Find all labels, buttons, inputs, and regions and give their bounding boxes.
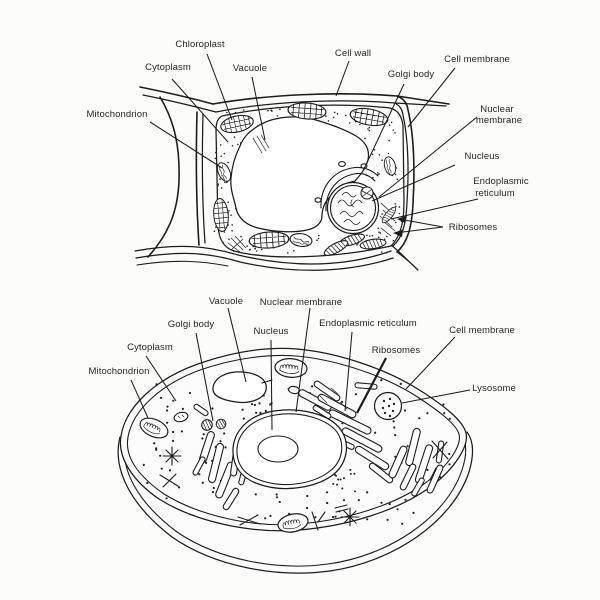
plant-cell-figure: Chloroplast Cytoplasm Vacuole Cell wall … (87, 39, 529, 271)
plant-nucleus-leader (371, 164, 456, 202)
label-plant-cell-membrane: Cell membrane (444, 54, 510, 65)
animal-lysosome-leader (401, 389, 471, 404)
animal-leader-lines (130, 307, 471, 431)
animal-nucleolus (257, 435, 299, 463)
cytoskeleton-sticks (159, 379, 437, 531)
label-animal-lysosome: Lysosome (472, 383, 516, 394)
plant-chloroplast-leader (206, 53, 233, 121)
plant-vacuole (230, 116, 370, 233)
label-animal-cytoplasm: Cytoplasm (127, 342, 173, 353)
label-plant-nucleus: Nucleus (464, 151, 499, 162)
animal-cell-figure: Vacuole Nuclear membrane Golgi body Nucl… (89, 296, 516, 574)
label-plant-mitochondrion: Mitochondrion (87, 109, 148, 120)
label-animal-vacuole: Vacuole (209, 296, 243, 307)
plant-vacuole-leader (251, 76, 266, 141)
label-animal-ribosomes: Ribosomes (372, 345, 421, 356)
centriole-asterisk (162, 446, 182, 466)
label-animal-er: Endoplasmic reticulum (319, 318, 417, 329)
label-plant-nuclear-membrane-1: Nuclear (480, 104, 513, 115)
label-plant-ribosomes: Ribosomes (449, 222, 498, 233)
animal-small-organelles (159, 379, 449, 531)
animal-vacuole (212, 371, 267, 404)
animal-cytoplasm-leader (145, 355, 177, 402)
animal-nucleus (232, 409, 348, 490)
label-plant-endoplasmic-2: reticulum (475, 188, 514, 199)
label-animal-nuclear-membrane: Nuclear membrane (260, 297, 342, 308)
chromatin-squiggles (337, 192, 364, 225)
plant-nuclear-membrane-leader (378, 116, 478, 198)
animal-ribosomes-leader (356, 357, 387, 414)
plant-leader-lines (149, 53, 479, 237)
animal-labels: Vacuole Nuclear membrane Golgi body Nucl… (89, 296, 516, 394)
label-plant-vacuole: Vacuole (233, 63, 267, 74)
label-plant-golgi-body: Golgi body (388, 69, 435, 80)
plant-ribosomes-leader-1 (398, 218, 444, 228)
animal-endoplasmic-reticulum (298, 380, 445, 497)
plant-golgi-body (314, 161, 379, 214)
centriole-asterisk (340, 507, 360, 527)
plant-golgi-leader (363, 83, 405, 170)
label-plant-chloroplast: Chloroplast (175, 39, 224, 50)
plant-er-leader (390, 198, 479, 220)
animal-golgi-leader (195, 332, 214, 422)
label-animal-mitochondrion: Mitochondrion (89, 366, 150, 377)
animal-vacuole-leader (227, 307, 247, 383)
animal-mitochondrion-leader (130, 379, 149, 419)
label-animal-golgi-body: Golgi body (168, 319, 215, 330)
label-animal-cell-membrane: Cell membrane (449, 325, 515, 336)
plant-neighbor-walls (134, 86, 394, 271)
plant-cell-wall (195, 93, 450, 271)
label-plant-endoplasmic-1: Endoplasmic (473, 176, 529, 187)
plant-nucleus (326, 181, 380, 235)
plant-mitochondrion-leader (149, 121, 223, 169)
crossed-rods (431, 440, 449, 460)
label-plant-cell-wall: Cell wall (335, 48, 371, 59)
label-plant-cytoplasm: Cytoplasm (145, 62, 191, 73)
animal-er-leader (344, 331, 353, 412)
animal-nuclear-membrane-leader (295, 307, 311, 413)
animal-cell-membrane-leader (405, 336, 456, 390)
plant-cell-wall-leader (335, 60, 350, 97)
label-plant-nuclear-membrane-2: membrane (476, 115, 522, 126)
plant-cell-membrane-leader (407, 67, 456, 128)
plant-cytoplasm-leader (171, 78, 229, 143)
plant-labels: Chloroplast Cytoplasm Vacuole Cell wall … (87, 39, 529, 233)
plant-ribosomes-leader-2 (394, 226, 444, 234)
animal-lysosome (373, 391, 403, 421)
animal-nucleus-leader (270, 339, 273, 431)
plant-endoplasmic-reticulum (321, 202, 399, 259)
hatch-marks (227, 134, 270, 253)
label-animal-nucleus: Nucleus (253, 326, 288, 337)
